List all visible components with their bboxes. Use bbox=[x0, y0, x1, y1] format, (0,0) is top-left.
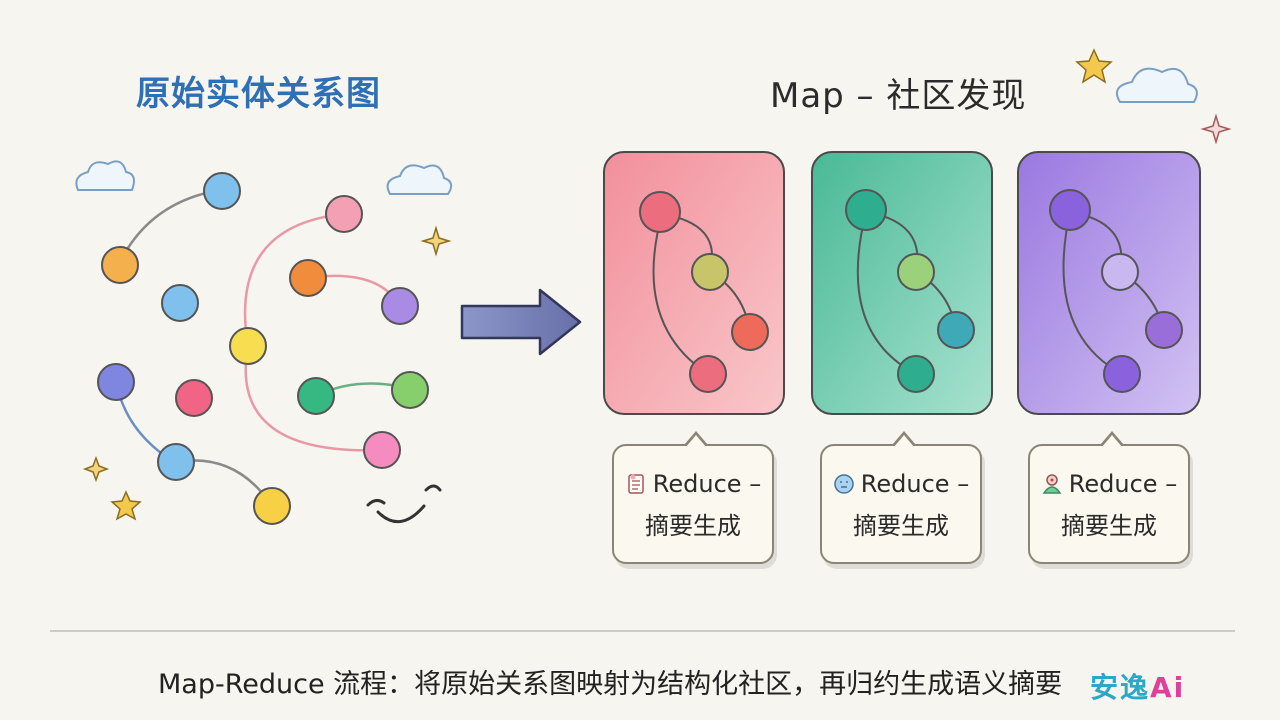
brand-name: 安逸 bbox=[1090, 671, 1151, 704]
cloud-icon bbox=[386, 164, 453, 195]
person-icon bbox=[1042, 474, 1062, 494]
reduce-bubble-1: Reduce – 摘要生成 bbox=[612, 431, 774, 564]
community-panel-green bbox=[811, 151, 993, 415]
reduce-bubble-3: Reduce – 摘要生成 bbox=[1028, 431, 1190, 564]
entity-node bbox=[381, 287, 419, 325]
map-community-title: Map – 社区发现 bbox=[770, 76, 1027, 116]
entity-node bbox=[325, 195, 363, 233]
reduce-label: Reduce – bbox=[1068, 470, 1178, 498]
summary-label: 摘要生成 bbox=[645, 512, 741, 540]
divider bbox=[50, 630, 1235, 632]
brand-ai: Ai bbox=[1150, 671, 1186, 704]
face-icon bbox=[834, 474, 854, 494]
entity-node bbox=[203, 172, 241, 210]
smiley-face-icon bbox=[366, 484, 442, 523]
entity-node bbox=[229, 327, 267, 365]
entity-node bbox=[175, 379, 213, 417]
entity-node bbox=[97, 363, 135, 401]
reduce-label: Reduce – bbox=[860, 470, 970, 498]
document-icon bbox=[628, 474, 644, 494]
star-icon bbox=[1075, 48, 1113, 84]
cloud-icon bbox=[75, 160, 135, 191]
entity-node bbox=[253, 487, 291, 525]
entity-node bbox=[101, 246, 139, 284]
sparkle-icon bbox=[420, 225, 452, 257]
sparkle-icon bbox=[82, 455, 110, 483]
community-panel-red bbox=[603, 151, 785, 415]
star-icon bbox=[110, 490, 142, 521]
entity-node bbox=[157, 443, 195, 481]
entity-nodes bbox=[97, 172, 429, 525]
caption: Map-Reduce 流程：将原始关系图映射为结构化社区，再归约生成语义摘要 bbox=[158, 669, 1063, 700]
entity-node bbox=[391, 371, 429, 409]
entity-node bbox=[363, 431, 401, 469]
entity-node bbox=[161, 284, 199, 322]
brand-logo: 安逸Ai bbox=[1090, 666, 1185, 706]
summary-label: 摘要生成 bbox=[853, 512, 949, 540]
entity-node bbox=[297, 377, 335, 415]
community-panel-purple bbox=[1017, 151, 1201, 415]
sparkle-icon bbox=[1200, 113, 1232, 145]
reduce-label: Reduce – bbox=[652, 470, 762, 498]
summary-label: 摘要生成 bbox=[1061, 512, 1157, 540]
reduce-bubble-2: Reduce – 摘要生成 bbox=[820, 431, 982, 564]
entity-node bbox=[289, 259, 327, 297]
map-arrow bbox=[460, 288, 582, 356]
cloud-icon bbox=[1116, 67, 1198, 103]
original-graph-title: 原始实体关系图 bbox=[136, 74, 381, 114]
